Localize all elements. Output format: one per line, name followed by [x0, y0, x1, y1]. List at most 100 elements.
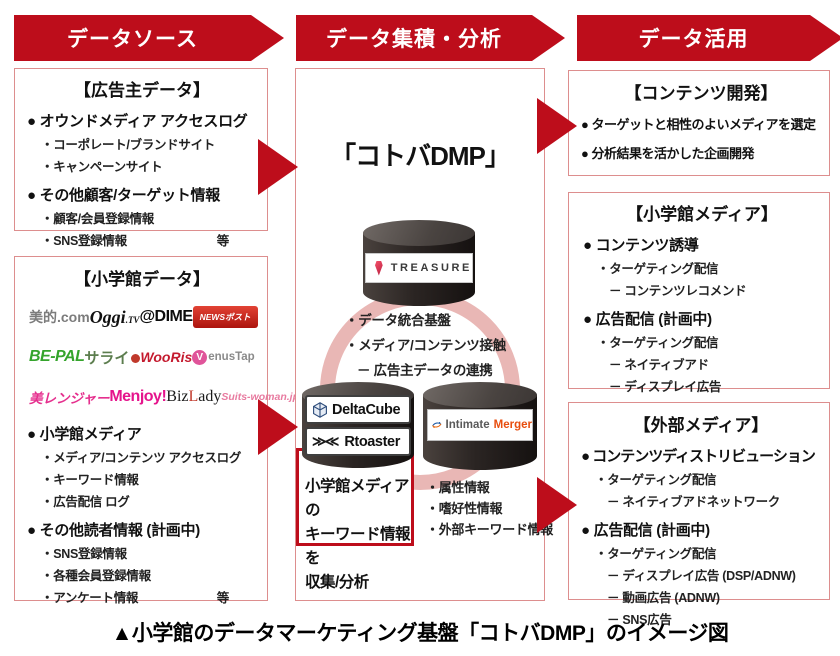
dmp-title: 「コトバDMP」: [330, 141, 511, 171]
treasure-notes: ・データ統合基盤 ・メディア/コンテンツ接触 － 広告主データの連携: [345, 308, 540, 383]
dash-item: － コンテンツレコメンド: [609, 284, 747, 298]
sub-item: ・アンケート情報: [41, 591, 139, 605]
treasure-logo: TREASURE: [365, 253, 473, 283]
logo-menjoy: Menjoy!: [109, 388, 167, 405]
cylinder-top: [363, 220, 475, 246]
venustap-v-icon: V: [192, 349, 208, 365]
media-logo-row: 美的.com Oggi.TV @DIME NEWSポスト: [29, 304, 258, 330]
note-line: ・属性情報: [426, 480, 490, 495]
logo-text: enusTap: [208, 351, 255, 363]
box-title: 【コンテンツ開発】: [624, 84, 778, 103]
sub-item: ・コーポレート/ブランドサイト: [41, 138, 215, 152]
logo-text: サライ: [84, 349, 130, 367]
bullet-item: ● 分析結果を活かした企画開発: [581, 146, 754, 161]
media-logo-row: 美レンジャー Menjoy! BizLady Suits-woman.jp: [29, 384, 299, 410]
note-line: － 広告主データの連携: [357, 363, 493, 378]
logo-be-pal: BE-PAL: [29, 348, 85, 365]
dash-item: － ディスプレイ広告 (DSP/ADNW): [607, 569, 796, 583]
treasure-database-cylinder-icon: TREASURE: [363, 220, 475, 306]
rtoaster-chevrons-icon: ≫≪: [312, 433, 339, 449]
deltacube-rtoaster-cylinder-icon: DeltaCube ≫≪ Rtoaster: [302, 382, 414, 468]
logo-bizlady: BizLady: [166, 388, 221, 406]
rtoaster-label: Rtoaster: [344, 433, 400, 450]
shogakukan-media-box: 【小学館メディア】 ● コンテンツ誘導 ・ターゲティング配信 － コンテンツレコ…: [568, 192, 830, 416]
arrow-source-to-dmp-icon: [258, 139, 298, 195]
sub-item: ・広告配信 ログ: [41, 495, 130, 509]
note-line: ・メディア/コンテンツ接触: [345, 338, 506, 353]
sub-item: ・キャンペーンサイト: [41, 160, 163, 174]
banner-label: データ集積・分析: [326, 28, 502, 51]
logo-news-post: NEWSポスト: [192, 306, 258, 328]
highlight-line: 小学館メディアの: [305, 478, 409, 519]
sub-item-row: ・アンケート情報 等: [41, 587, 257, 606]
dash-item: － 動画広告 (ADNW): [607, 591, 720, 605]
note-line: ・嗜好性情報: [426, 501, 503, 516]
cylinder-top: [423, 382, 537, 408]
sub-item: ・SNS登録情報: [41, 234, 127, 248]
serai-red-dot-icon: [131, 353, 141, 363]
note-line: ・データ統合基盤: [345, 313, 451, 328]
bullet-heading: ● 広告配信 (計画中): [581, 522, 710, 539]
sub-item: ・ターゲティング配信: [595, 473, 717, 487]
bullet-heading: ● コンテンツ誘導: [583, 237, 699, 254]
intimate-merger-swirl-icon: [432, 421, 442, 429]
dash-item: － ネイティブアドネットワーク: [607, 495, 780, 509]
logo-oggi-tv: Oggi.TV: [90, 307, 140, 328]
bullet-heading: ● 広告配信 (計画中): [583, 311, 712, 328]
banner-label: データ活用: [638, 28, 749, 51]
content-development-box: 【コンテンツ開発】 ● ターゲットと相性のよいメディアを選定 ● 分析結果を活か…: [568, 70, 830, 176]
banner-data-source: データソース: [14, 15, 284, 61]
logo-biteki-com: 美的.com: [29, 309, 90, 325]
dash-item: － ネイティブアド: [609, 358, 709, 372]
deltacube-logo: DeltaCube: [305, 395, 411, 424]
box-title: 【広告主データ】: [74, 81, 210, 100]
logo-biranger: 美レンジャー: [29, 391, 110, 406]
etc-label: 等: [216, 591, 230, 605]
banner-data-analysis: データ集積・分析: [296, 15, 565, 61]
treasure-label: TREASURE: [390, 262, 472, 274]
deltacube-label: DeltaCube: [332, 401, 401, 418]
sub-item: ・顧客/会員登録情報: [41, 212, 154, 226]
sub-item-row: ・SNS登録情報 等: [41, 230, 257, 249]
arrow-dmp-to-content-dev-icon: [537, 98, 577, 154]
banner-label: データソース: [67, 28, 198, 51]
dash-item: － SNS広告: [607, 613, 672, 627]
bullet-heading: ● その他読者情報 (計画中): [27, 522, 200, 539]
arrow-dmp-to-external-icon: [537, 477, 577, 533]
advertiser-data-box: 【広告主データ】 ● オウンドメディア アクセスログ ・コーポレート/ブランドサ…: [14, 68, 268, 248]
logo-at-dime: @DIME: [139, 308, 193, 325]
external-media-box: 【外部メディア】 ● コンテンツディストリビューション ・ターゲティング配信 －…: [568, 402, 830, 627]
sub-item: ・メディア/コンテンツ アクセスログ: [41, 451, 242, 465]
logo-text: ady: [198, 388, 222, 405]
bullet-heading: ● 小学館メディア: [27, 426, 142, 443]
intimate-label: Intimate: [445, 419, 490, 431]
logo-text: Biz: [166, 388, 189, 405]
merger-label: Merger: [493, 419, 532, 431]
intimate-merger-notes: ・属性情報 ・嗜好性情報 ・外部キーワード情報: [426, 477, 553, 540]
shogakukan-data-box: 【小学館データ】 美的.com Oggi.TV @DIME NEWSポスト BE…: [14, 256, 299, 605]
rtoaster-logo: ≫≪ Rtoaster: [305, 427, 411, 456]
highlight-line: 収集/分析: [305, 574, 369, 591]
box-title: 【外部メディア】: [633, 416, 769, 435]
deltacube-cube-icon: [313, 401, 327, 418]
bullet-heading: ● オウンドメディア アクセスログ: [27, 113, 248, 130]
bullet-heading: ● その他顧客/ターゲット情報: [27, 187, 220, 204]
etc-label: 等: [216, 234, 230, 248]
sub-item: ・キーワード情報: [41, 473, 139, 487]
sub-item: ・ターゲティング配信: [597, 262, 719, 276]
logo-text: L: [188, 388, 199, 405]
bullet-item: ● ターゲットと相性のよいメディアを選定: [581, 117, 816, 132]
treasure-diamond-icon: [375, 260, 383, 276]
arrow-shogakukan-to-dmp-icon: [258, 399, 298, 455]
highlight-line: キーワード情報を: [305, 526, 411, 567]
logo-serai: サライ: [84, 347, 141, 368]
sub-item: ・SNS登録情報: [41, 547, 127, 561]
sub-item: ・ターゲティング配信: [597, 336, 719, 350]
banner-data-usage: データ活用: [577, 15, 840, 61]
logo-wooris: WooRis: [140, 349, 193, 365]
